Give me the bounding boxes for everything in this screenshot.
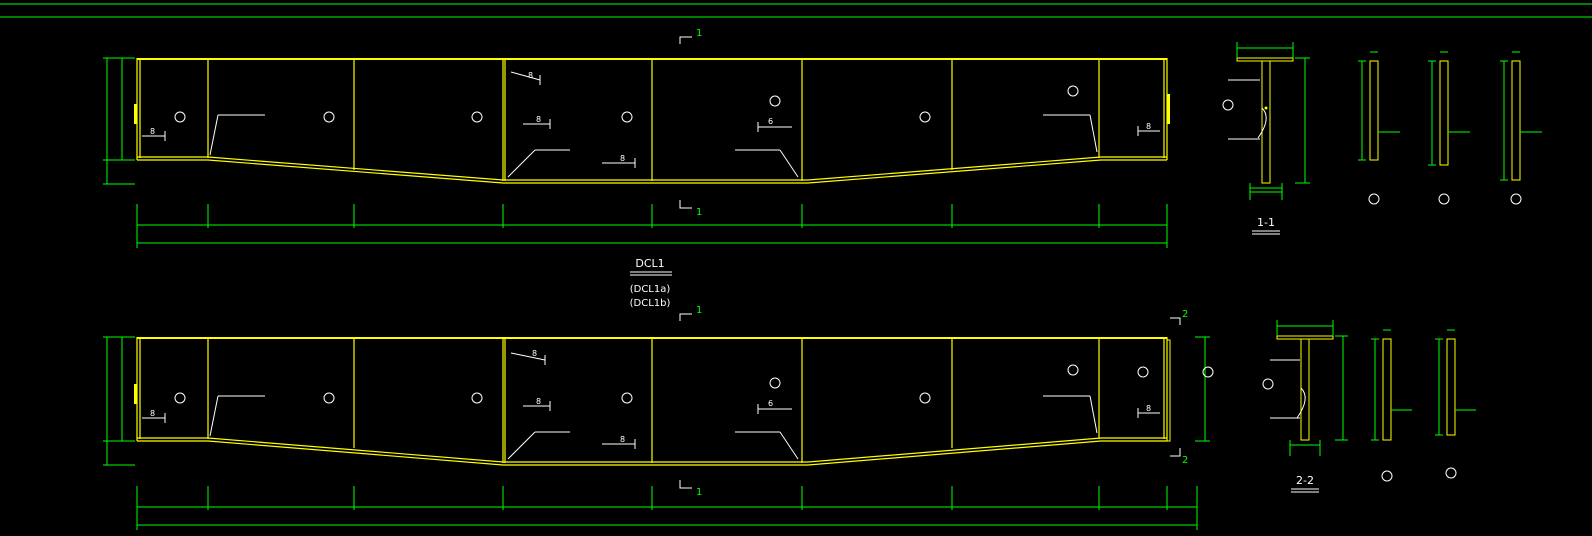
weld-label-6: 6 (768, 399, 773, 408)
beam2-callouts (142, 352, 1214, 460)
weld-label-8: 8 (150, 409, 155, 418)
section-mark-1-bottom (679, 313, 1181, 489)
section-1-1 (1222, 42, 1310, 200)
weld-label-8: 8 (1146, 404, 1151, 413)
drawing-subtitle-a: (DCL1a) (630, 284, 671, 295)
weld-label-8: 8 (1146, 122, 1151, 131)
section-label-1: 1 (696, 305, 702, 316)
weld-label-8: 8 (536, 115, 541, 124)
weld-label-8: 8 (620, 435, 625, 444)
weld-label-8: 8 (532, 349, 537, 358)
weld-label-8: 8 (536, 397, 541, 406)
section-label-1: 1 (696, 487, 702, 498)
beam2-bottom-dims (136, 486, 1198, 530)
weld-label-8: 8 (528, 71, 533, 80)
weld-label-8: 8 (150, 127, 155, 136)
beam1-left-dims (103, 57, 135, 185)
section-title-1-1: 1-1 (1257, 216, 1275, 229)
section-title-2-2: 2-2 (1296, 474, 1314, 487)
beam2-left-dims (103, 336, 1210, 466)
section-label-2: 2 (1182, 455, 1188, 466)
weld-label-8: 8 (620, 154, 625, 163)
plate-details-upper (1358, 51, 1542, 205)
beam1-callouts (142, 71, 1160, 178)
section-label-1: 1 (696, 28, 702, 39)
plate-details-lower (1371, 329, 1476, 482)
section-2-2 (1262, 320, 1348, 456)
section-mark-1-top (679, 36, 692, 209)
section-label-1: 1 (696, 207, 702, 218)
beam-elevation-2 (136, 337, 1168, 466)
drawing-title: DCL1 (635, 257, 664, 270)
beam-elevation-1 (136, 58, 1168, 184)
weld-label-6: 6 (768, 117, 773, 126)
section-label-2: 2 (1182, 309, 1188, 320)
drawing-subtitle-b: (DCL1b) (630, 298, 671, 309)
beam1-bottom-dims (136, 204, 1168, 248)
